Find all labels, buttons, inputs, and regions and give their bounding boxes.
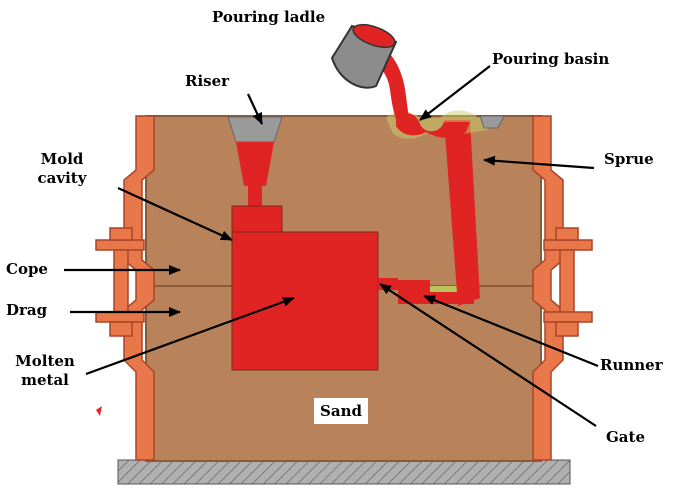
label-sprue: Sprue <box>604 150 654 168</box>
label-cope: Cope <box>6 260 48 278</box>
label-mold-cavity: Mold cavity <box>6 150 118 188</box>
label-pouring-basin: Pouring basin <box>492 50 610 68</box>
right-flask-wall <box>532 115 564 461</box>
right-clamp-bolt <box>543 227 593 337</box>
label-drag: Drag <box>6 301 48 319</box>
sprue-channel <box>444 120 480 306</box>
mold-cavity-upper <box>231 205 283 237</box>
riser-neck <box>248 186 262 206</box>
label-mold-cavity-line2: cavity <box>37 169 87 187</box>
label-gate: Gate <box>606 428 646 446</box>
label-molten-metal-line2: metal <box>21 371 69 389</box>
arrow-mold-cavity <box>117 186 233 242</box>
arrow-riser <box>247 93 263 125</box>
label-mold-cavity-line1: Mold <box>40 150 84 168</box>
label-runner: Runner <box>600 356 663 374</box>
stray-mark <box>96 406 102 416</box>
riser-body <box>236 142 274 186</box>
arrow-runner <box>423 294 599 368</box>
arrow-pouring-basin <box>419 65 491 121</box>
label-pouring-ladle: Pouring ladle <box>212 8 326 26</box>
label-sand: Sand <box>314 398 368 424</box>
label-molten-metal: Molten metal <box>8 352 82 390</box>
pouring-basin-rim <box>479 115 505 129</box>
arrow-gate <box>379 283 597 427</box>
label-riser: Riser <box>185 72 230 90</box>
pouring-basin-metal <box>396 113 470 138</box>
pouring-ladle <box>330 23 398 89</box>
riser-top <box>227 116 283 143</box>
pointer-arrows <box>64 65 599 427</box>
ground-base <box>117 459 571 485</box>
mold-cavity <box>231 231 379 371</box>
label-molten-metal-line1: Molten <box>15 352 75 370</box>
arrow-molten-metal <box>85 296 295 376</box>
arrow-sprue <box>483 155 595 170</box>
